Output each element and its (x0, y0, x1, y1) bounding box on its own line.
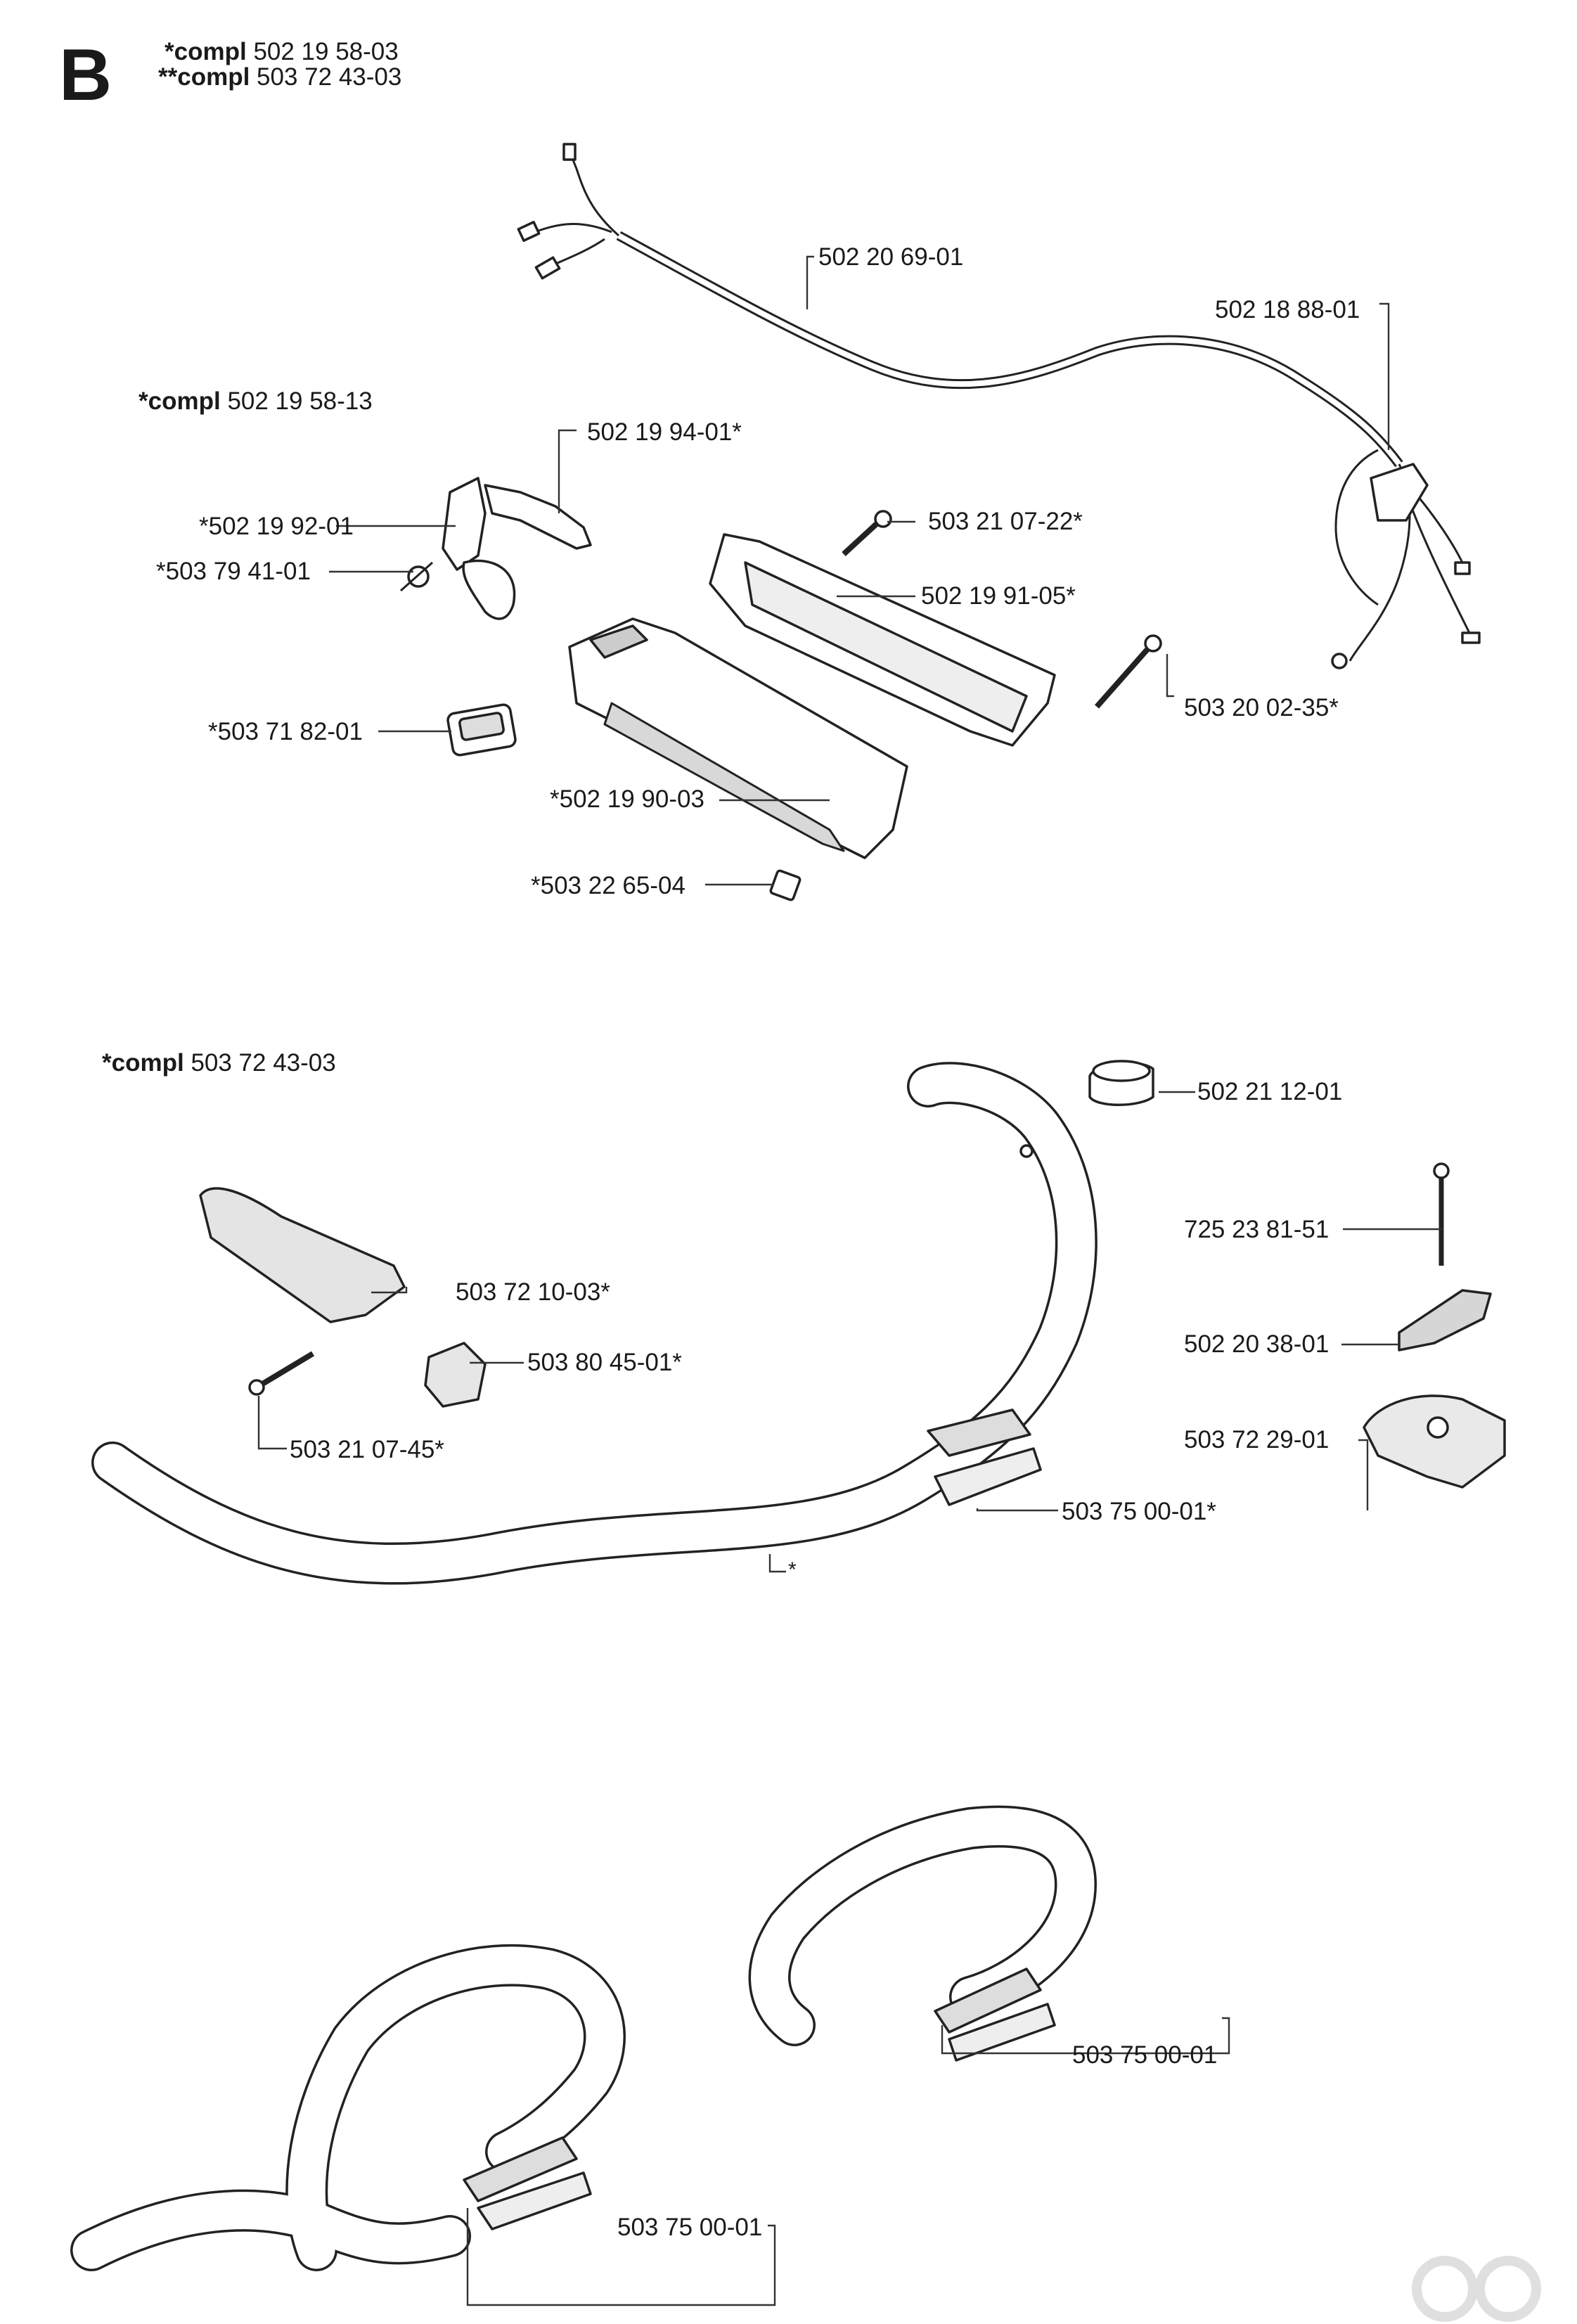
part-label-loop-clamp-right: 503 75 00-01 (1072, 2041, 1218, 2069)
part-label-clamp: 503 75 00-01* (1062, 1498, 1216, 1525)
part-label-handle-half-right: 502 19 91-05* (921, 582, 1076, 610)
handle-group-number: 502 19 58-13 (227, 387, 373, 415)
part-label-cable-end: 502 18 88-01 (1215, 296, 1360, 323)
handle-housing-drawing (568, 533, 1056, 859)
part-label-stop-switch: *503 71 82-01 (208, 718, 363, 745)
throttle-lever-drawing (400, 477, 592, 620)
part-label-cable: 502 20 69-01 (818, 243, 964, 271)
part-label-knob: 502 20 38-01 (1184, 1330, 1330, 1358)
part-label-grommet: 502 21 12-01 (1197, 1078, 1343, 1105)
handle-group-label: *compl 502 19 58-13 (139, 387, 373, 416)
bar-handle-drawing (91, 1062, 1098, 1585)
upper-fasteners-drawing (446, 510, 1162, 901)
header-line-2-prefix: **compl (158, 63, 250, 91)
part-label-spring: *503 79 41-01 (156, 558, 311, 585)
header-line-2: **compl 503 72 43-03 (158, 64, 401, 91)
part-label-screw-upper: 503 21 07-22* (928, 508, 1083, 535)
part-label-handle-half-left: *502 19 90-03 (550, 785, 704, 813)
part-label-loop-clamp-left: 503 75 00-01 (617, 2214, 763, 2241)
bar-group-prefix: *compl (102, 1049, 184, 1077)
bar-group-number: 503 72 43-03 (191, 1049, 336, 1077)
part-label-lever-bracket: *502 19 92-01 (199, 513, 354, 540)
part-label-screw-long: 503 20 02-35* (1184, 694, 1339, 721)
part-label-nut: *503 22 65-04 (531, 872, 685, 899)
section-letter: B (59, 34, 112, 116)
bar-fasteners-drawing (199, 1060, 1506, 1489)
header-line-1: *compl 502 19 58-03 (165, 39, 399, 65)
part-label-screw-grip: 503 21 07-45* (290, 1436, 444, 1463)
header-line-1-prefix: *compl (165, 38, 247, 65)
watermark-logo (1412, 2256, 1541, 2322)
part-label-bolt: 725 23 81-51 (1184, 1216, 1330, 1243)
header-line-2-number: 503 72 43-03 (257, 63, 402, 91)
handle-group-prefix: *compl (139, 387, 221, 415)
leader-lines (257, 255, 1441, 2306)
part-label-throttle-lever: 502 19 94-01* (587, 418, 742, 446)
part-label-grip: 503 72 10-03* (456, 1278, 610, 1306)
bar-group-label: *compl 503 72 43-03 (102, 1049, 336, 1077)
header-line-1-number: 502 19 58-03 (253, 38, 399, 65)
loop-handles-drawing (70, 1805, 1097, 2271)
part-label-nut-holder: 503 80 45-01* (527, 1349, 682, 1376)
throttle-cable-drawing (517, 143, 1481, 669)
part-label-clamp-base: 503 72 29-01 (1184, 1426, 1330, 1453)
part-label-bar-marker: * (788, 1558, 797, 1581)
